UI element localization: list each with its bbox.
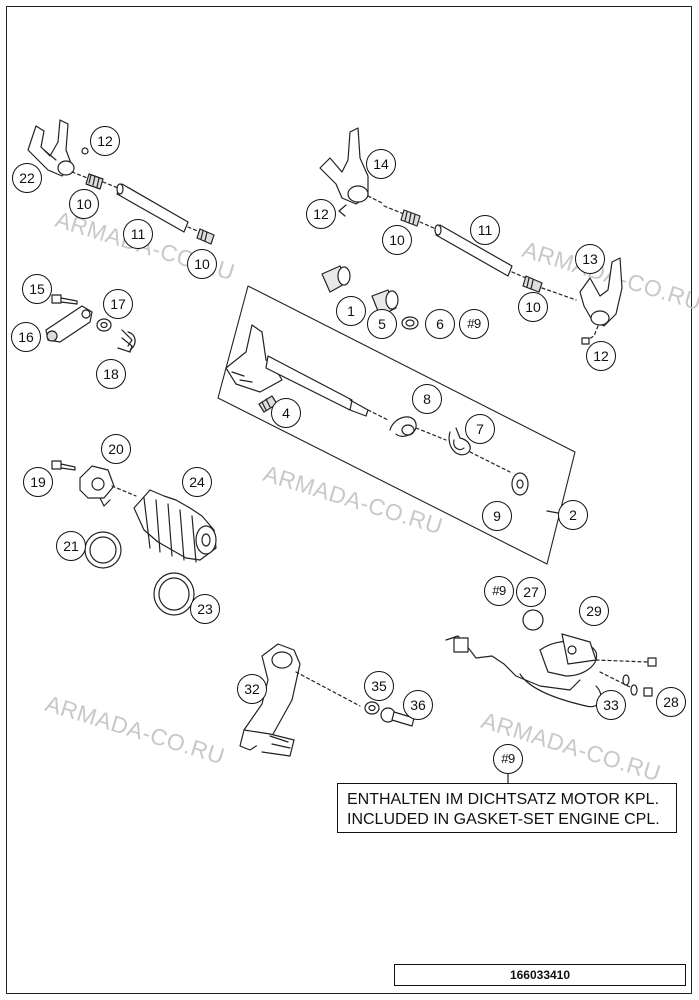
callout-36: 36 <box>403 690 433 720</box>
seal-ring-6 <box>401 316 419 330</box>
callout-13: 13 <box>575 244 605 274</box>
shift-fork-left <box>27 119 75 177</box>
callout-21: 21 <box>56 531 86 561</box>
shift-fork-right <box>579 257 623 345</box>
callout-10: 10 <box>382 225 412 255</box>
callout-hash9: #9 <box>493 744 523 774</box>
callout-15: 15 <box>22 274 52 304</box>
callout-27: 27 <box>516 577 546 607</box>
callout-17: 17 <box>103 289 133 319</box>
callout-8: 8 <box>412 384 442 414</box>
washer-9 <box>511 472 529 496</box>
note-line-german: ENTHALTEN IM DICHTSATZ MOTOR KPL. <box>347 791 660 808</box>
callout-hash9: #9 <box>484 576 514 606</box>
shift-shaft-assembly-box <box>217 285 576 565</box>
callout-11: 11 <box>123 219 153 249</box>
callout-35: 35 <box>364 671 394 701</box>
clip-8 <box>389 416 417 437</box>
callout-29: 29 <box>579 596 609 626</box>
callout-hash9: #9 <box>459 309 489 339</box>
spring-7 <box>448 427 471 456</box>
shift-drum-24 <box>133 489 217 563</box>
callout-24: 24 <box>182 467 212 497</box>
callout-32: 32 <box>237 674 267 704</box>
shift-shaft <box>225 324 389 421</box>
washers-33 <box>622 674 638 696</box>
callout-9: 9 <box>482 501 512 531</box>
callout-12: 12 <box>90 126 120 156</box>
callout-2: 2 <box>558 500 588 530</box>
shift-lever-32 <box>239 643 301 757</box>
screw-19 <box>51 460 76 471</box>
shift-fork-center <box>319 127 577 301</box>
note-line-english: INCLUDED IN GASKET-SET ENGINE CPL. <box>347 811 660 828</box>
callout-14: 14 <box>366 149 396 179</box>
gear-sensor-29 <box>445 633 602 708</box>
callout-7: 7 <box>465 414 495 444</box>
screw-15 <box>51 294 78 305</box>
lever-16 <box>45 305 93 343</box>
bearing-21 <box>84 531 122 569</box>
drawing-number: 166033410 <box>394 964 686 986</box>
callout-11: 11 <box>470 215 500 245</box>
callout-33: 33 <box>596 690 626 720</box>
screws-28 <box>595 657 657 697</box>
callout-4: 4 <box>271 398 301 428</box>
page-frame <box>6 6 692 994</box>
pin-12-left <box>81 147 89 155</box>
bushing-17 <box>96 318 112 332</box>
callout-28: 28 <box>656 687 686 717</box>
callout-22: 22 <box>12 163 42 193</box>
o-ring-27 <box>522 609 544 631</box>
callout-23: 23 <box>190 594 220 624</box>
gasket-set-note: ENTHALTEN IM DICHTSATZ MOTOR KPL. INCLUD… <box>337 783 677 833</box>
callout-19: 19 <box>23 467 53 497</box>
locator-20 <box>79 465 115 507</box>
washer-35 <box>364 701 380 715</box>
callout-5: 5 <box>367 309 397 339</box>
needle-bearing-1 <box>321 265 351 293</box>
callout-12: 12 <box>306 199 336 229</box>
callout-18: 18 <box>96 359 126 389</box>
callout-6: 6 <box>425 309 455 339</box>
callout-12: 12 <box>586 341 616 371</box>
spring-18 <box>117 329 136 353</box>
callout-10: 10 <box>518 292 548 322</box>
bolt-36 <box>380 707 415 727</box>
callout-10: 10 <box>187 249 217 279</box>
callout-1: 1 <box>336 296 366 326</box>
fork-shaft-left <box>71 171 215 245</box>
callout-20: 20 <box>101 434 131 464</box>
callout-16: 16 <box>11 322 41 352</box>
bearing-23 <box>153 572 195 616</box>
callout-10: 10 <box>69 189 99 219</box>
